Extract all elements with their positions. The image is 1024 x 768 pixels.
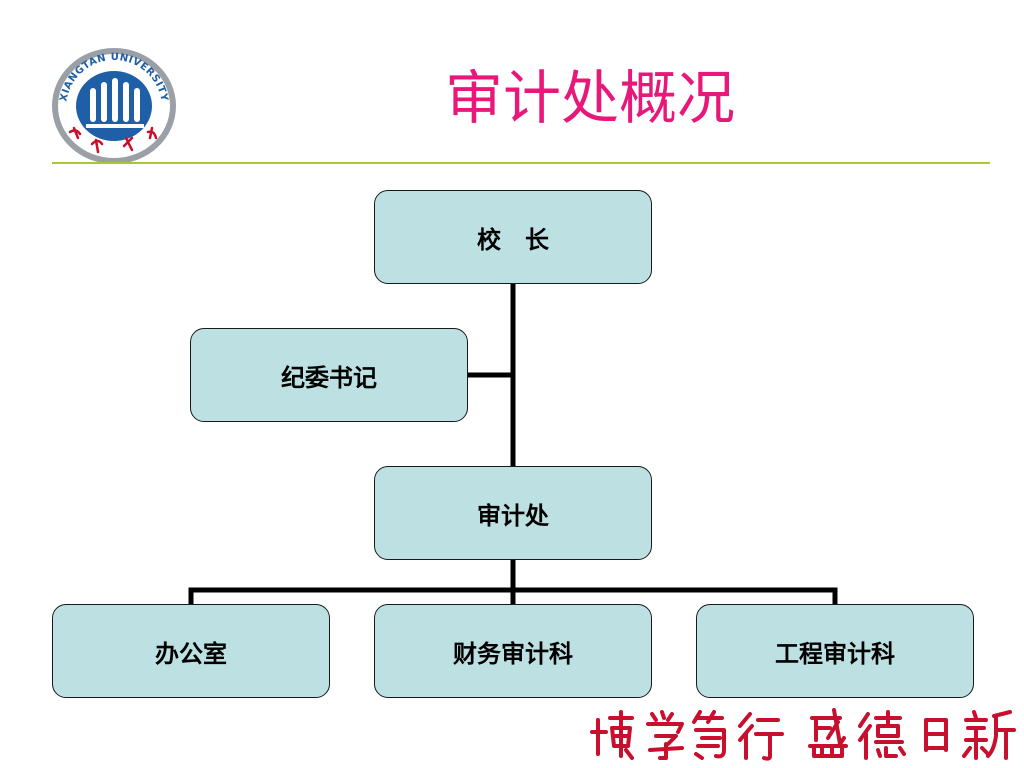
page-title: 审计处概况 (444, 64, 735, 132)
node-engineering-audit: 工程审计科 (696, 604, 974, 698)
node-general-office: 办公室 (52, 604, 330, 698)
node-audit-office: 审计处 (374, 466, 652, 560)
title-divider (52, 162, 990, 164)
node-president: 校 长 (374, 190, 652, 284)
node-discipline-secretary: 纪委书记 (190, 328, 468, 422)
university-logo: XIANGTAN UNIVERSITY (52, 48, 176, 164)
calligraphy-motto (590, 708, 1016, 761)
node-financial-audit: 财务审计科 (374, 604, 652, 698)
